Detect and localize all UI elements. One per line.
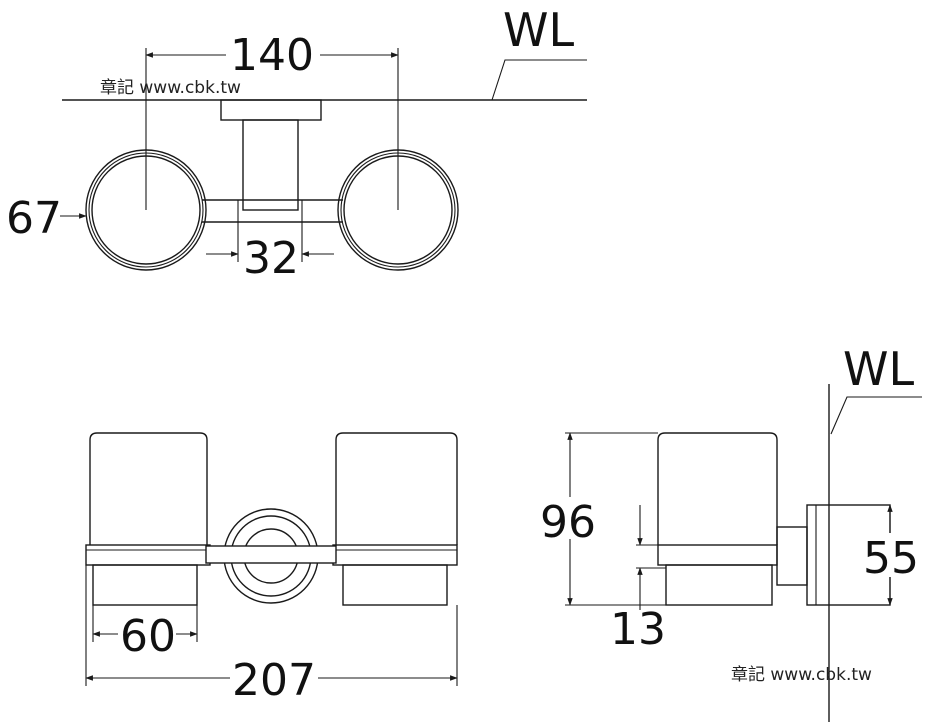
side-holder-band: [657, 544, 778, 566]
mount-post: [242, 119, 299, 211]
watermark-side: 章記 www.cbk.tw: [731, 665, 872, 685]
side-cup-body: [657, 432, 778, 545]
watermark-top: 章記 www.cbk.tw: [100, 78, 241, 98]
side-arm: [776, 526, 808, 586]
top-view: WL 140 章記 www.cbk.tw 67 32: [6, 3, 587, 284]
dim-140-label: 140: [230, 30, 314, 81]
dim-96-label: 96: [540, 497, 596, 548]
dim-55-label: 55: [863, 533, 919, 584]
left-cup-bottom: [92, 564, 198, 606]
wl-leader: [491, 59, 587, 101]
wl-leader-side: [830, 396, 922, 435]
left-cup-body: [89, 432, 208, 545]
wall-plate: [220, 99, 322, 121]
right-holder-band: [332, 544, 458, 566]
right-cup-bottom: [342, 564, 448, 606]
wl-label: WL: [503, 3, 574, 57]
front-support-bar: [205, 545, 337, 564]
left-holder-band: [85, 544, 211, 566]
dim-207-label: 207: [232, 655, 316, 706]
dim-60-label: 60: [120, 611, 176, 662]
front-view: 60 207: [85, 432, 458, 706]
dim-67-label: 67: [6, 193, 62, 244]
dim-13-label: 13: [610, 604, 666, 655]
right-cup-body: [335, 432, 458, 545]
side-view: WL 96 13 55 章記 www.cbk.tw: [538, 342, 922, 722]
dim-32-label: 32: [243, 233, 299, 284]
wl-label-side: WL: [843, 342, 914, 396]
side-cup-bottom: [665, 564, 773, 606]
